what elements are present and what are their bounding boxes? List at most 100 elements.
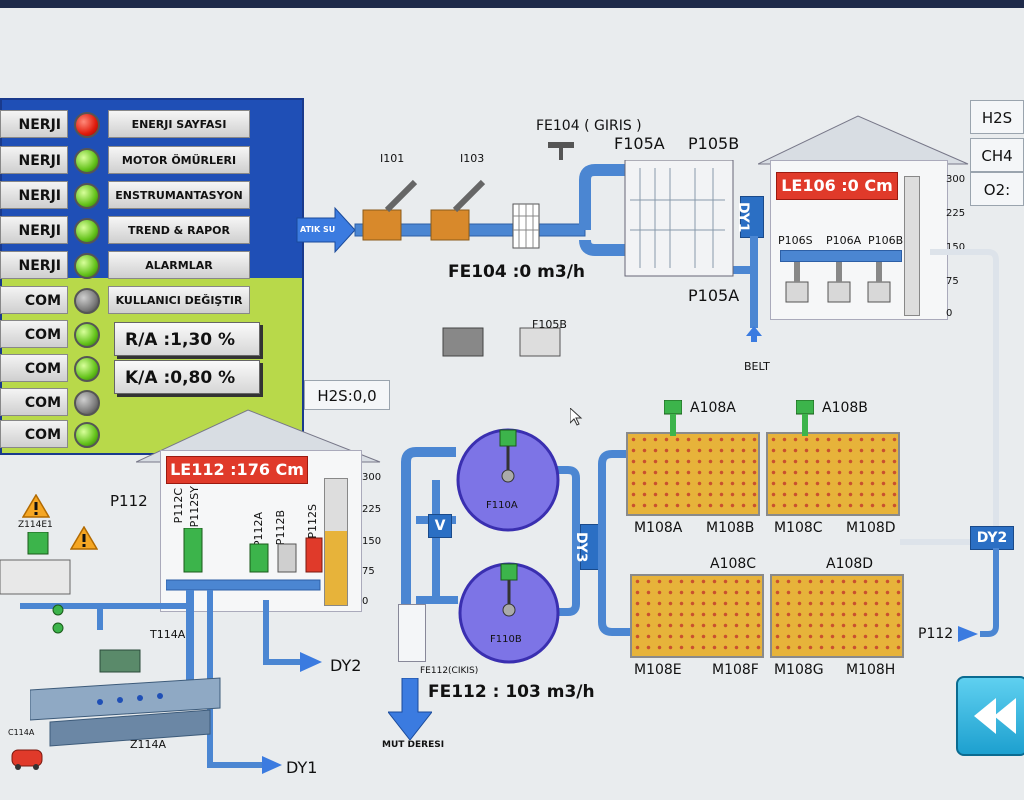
m108f-tag: M108F [712,662,759,678]
m108b-tag: M108B [706,520,755,536]
menu-left-label: NERJI [0,181,68,209]
status-lamp-icon [74,288,100,314]
house106-pumps [785,262,891,303]
fe112-flowmeter [398,604,426,662]
m108d-tag: M108D [846,520,896,536]
f110b-tag: F110B [490,634,522,645]
dosing-unit [0,532,71,634]
menu-button[interactable]: MOTOR ÖMÜRLERI [108,146,250,174]
fe104-tag: FE104 ( GIRIS ) [536,118,642,134]
m108c-tag: M108C [774,520,823,536]
le112-scale-225: 225 [362,504,382,515]
ch4-readout: CH4 [970,138,1024,172]
belt-press [30,649,221,747]
i101-tag: I101 [380,152,405,165]
ka-ratio-display: K/A :0,80 % [114,360,260,394]
p112c-tag: P112C [172,488,185,524]
le106-gauge [904,176,920,316]
le106-scale-150: 150 [946,242,966,253]
flowmeter-icon [548,140,574,162]
status-lamp-icon [74,390,100,416]
menu-left-label: NERJI [0,110,68,138]
a108b-tag: A108B [822,400,868,416]
status-lamp-icon [74,183,100,209]
atik-su-label: ATIK SU [300,225,336,234]
menu-button[interactable]: ALARMLAR [108,251,250,279]
menu-button[interactable]: KULLANICI DEĞIŞTIR [108,286,250,314]
p112sy-tag: P112SY [188,486,201,528]
p112-tag: P112 [110,492,148,510]
dy2-pipe [900,539,999,642]
status-lamp-icon [74,218,100,244]
i103-tag: I103 [460,152,485,165]
house106-header-pipe [780,250,902,262]
status-lamp-icon [74,422,100,448]
inlet-pipework [296,160,755,357]
menu-left-label: COM [0,286,68,314]
a108c-tag: A108C [710,556,757,572]
le106-scale-75: 75 [946,276,959,287]
p106s-tag: P106S [778,234,813,247]
compressor-icon [10,744,44,770]
ra-ratio-display: R/A :1,30 % [114,322,260,356]
mouse-cursor-icon [569,406,584,426]
le112-scale-300: 300 [362,472,382,483]
le106-scale-225: 225 [946,208,966,219]
a108b-sensor-icon [795,399,815,436]
m108a-tag: M108A [634,520,683,536]
menu-button[interactable]: ENSTRUMANTASYON [108,181,250,209]
c114a-tag: C114A [8,728,35,737]
status-lamp-icon [74,253,100,279]
a108a-tag: A108A [690,400,736,416]
menu-left-label: COM [0,354,68,382]
dy2-outlet-tag: DY2 [330,656,362,675]
f105b-tag: F105B [532,318,567,331]
menu-button[interactable]: TREND & RAPOR [108,216,250,244]
le112-level: LE112 :176 Cm [166,456,308,484]
warning-icon [21,493,51,518]
menu-left-label: COM [0,320,68,348]
menu-button[interactable]: ENERJI SAYFASI [108,110,250,138]
z114a-tag: Z114A [130,738,167,751]
status-lamp-icon [74,322,100,348]
h2s-right-readout: H2S [970,100,1024,134]
f105a-tag: F105A [614,134,665,153]
belt-tag: BELT [744,360,770,373]
fe112-value: FE112 : 103 m3/h [428,682,595,702]
m108g-tag: M108G [774,662,824,678]
menu-left-label: NERJI [0,216,68,244]
o2-readout: O2: [970,172,1024,206]
f110a-tag: F110A [486,500,518,511]
a108d-tag: A108D [826,556,874,572]
aeration-tank [630,574,764,658]
back-button[interactable] [956,676,1024,756]
aeration-tank [766,432,900,516]
status-lamp-icon [74,148,100,174]
dy1-outlet-tag: DY1 [286,758,318,777]
rewind-icon [974,698,1016,734]
aeration-tank [626,432,760,516]
dy3-pipe [598,450,632,636]
menu-left-label: NERJI [0,146,68,174]
le112-gauge [324,478,348,606]
p105a-tag: P105A [688,286,740,305]
h2s-readout: H2S:0,0 [304,380,390,410]
le106-level: LE106 :0 Cm [776,172,898,200]
menu-left-label: COM [0,420,68,448]
menu-left-label: COM [0,388,68,416]
up-arrow-icon [746,326,762,342]
mut-deresi-tag: MUT DERESI [382,740,445,750]
aeration-tank [770,574,904,658]
status-lamp-icon [74,112,100,138]
m108e-tag: M108E [634,662,682,678]
belt-pipe [750,236,758,328]
filter-f110b [458,562,560,664]
p106b-tag: P106B [868,234,904,247]
le106-scale-300: 300 [946,174,966,185]
dy1-inlet-badge: DY1 [735,196,764,238]
a108a-sensor-icon [663,399,683,436]
t114a-tag: T114A [150,628,186,641]
le106-scale-0: 0 [946,308,953,319]
menu-left-label: NERJI [0,251,68,279]
warning-icon [69,525,99,550]
